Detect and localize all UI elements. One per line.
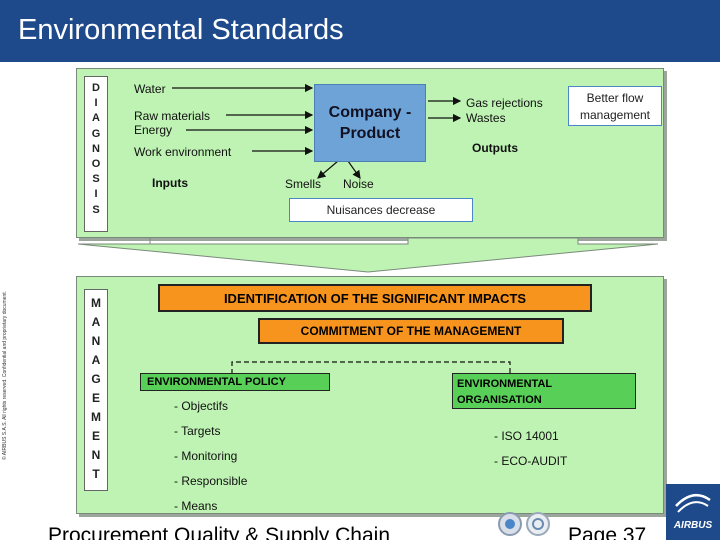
- organisation-box: ENVIRONMENTAL ORGANISATION: [452, 373, 636, 409]
- policy-item: - Responsible: [174, 474, 248, 488]
- page-number: Page 37: [568, 524, 647, 540]
- inputs-label: Inputs: [152, 176, 188, 190]
- company-product-box: Company - Product: [314, 84, 426, 162]
- organisation-item: - ISO 14001: [494, 429, 559, 443]
- identification-box: IDENTIFICATION OF THE SIGNIFICANT IMPACT…: [158, 284, 592, 312]
- input-raw-materials: Raw materials: [134, 109, 211, 123]
- input-energy: Energy: [134, 123, 173, 137]
- arrow-smells: [317, 160, 339, 179]
- smells-label: Smells: [285, 177, 322, 191]
- airbus-logo-text: AIRBUS: [673, 520, 713, 531]
- input-water: Water: [134, 82, 166, 96]
- policy-item: - Targets: [174, 424, 221, 438]
- commitment-box: COMMITMENT OF THE MANAGEMENT: [258, 318, 564, 344]
- header-bar: [0, 0, 720, 62]
- footer-text: Procurement Quality & Supply Chain: [48, 524, 390, 540]
- nuisances-box: Nuisances decrease: [289, 198, 473, 222]
- airbus-logo: AIRBUS: [666, 484, 720, 540]
- down-arrow: [77, 237, 659, 273]
- organisation-item: - ECO-AUDIT: [494, 454, 568, 468]
- output-gas-rejections: Gas rejections: [466, 96, 543, 110]
- policy-item: - Objectifs: [174, 399, 229, 413]
- diagnosis-label: D I A G N O S I S: [84, 76, 108, 232]
- noise-label: Noise: [343, 177, 374, 191]
- connector-line: [231, 361, 511, 374]
- policy-item: - Monitoring: [174, 449, 238, 463]
- airbus-logo-icon: AIRBUS: [673, 493, 713, 531]
- better-flow-box: Better flow management: [568, 86, 662, 126]
- arrow-noise: [347, 160, 361, 179]
- cert-logos-icon: [498, 512, 550, 536]
- page-title: Environmental Standards: [18, 14, 344, 46]
- management-label: M A N A G E M E N T: [84, 289, 108, 491]
- policy-box: ENVIRONMENTAL POLICY: [140, 373, 330, 391]
- outputs-label: Outputs: [472, 141, 518, 155]
- output-wastes: Wastes: [466, 111, 506, 125]
- policy-item: - Means: [174, 499, 218, 513]
- input-work-environment: Work environment: [134, 145, 232, 159]
